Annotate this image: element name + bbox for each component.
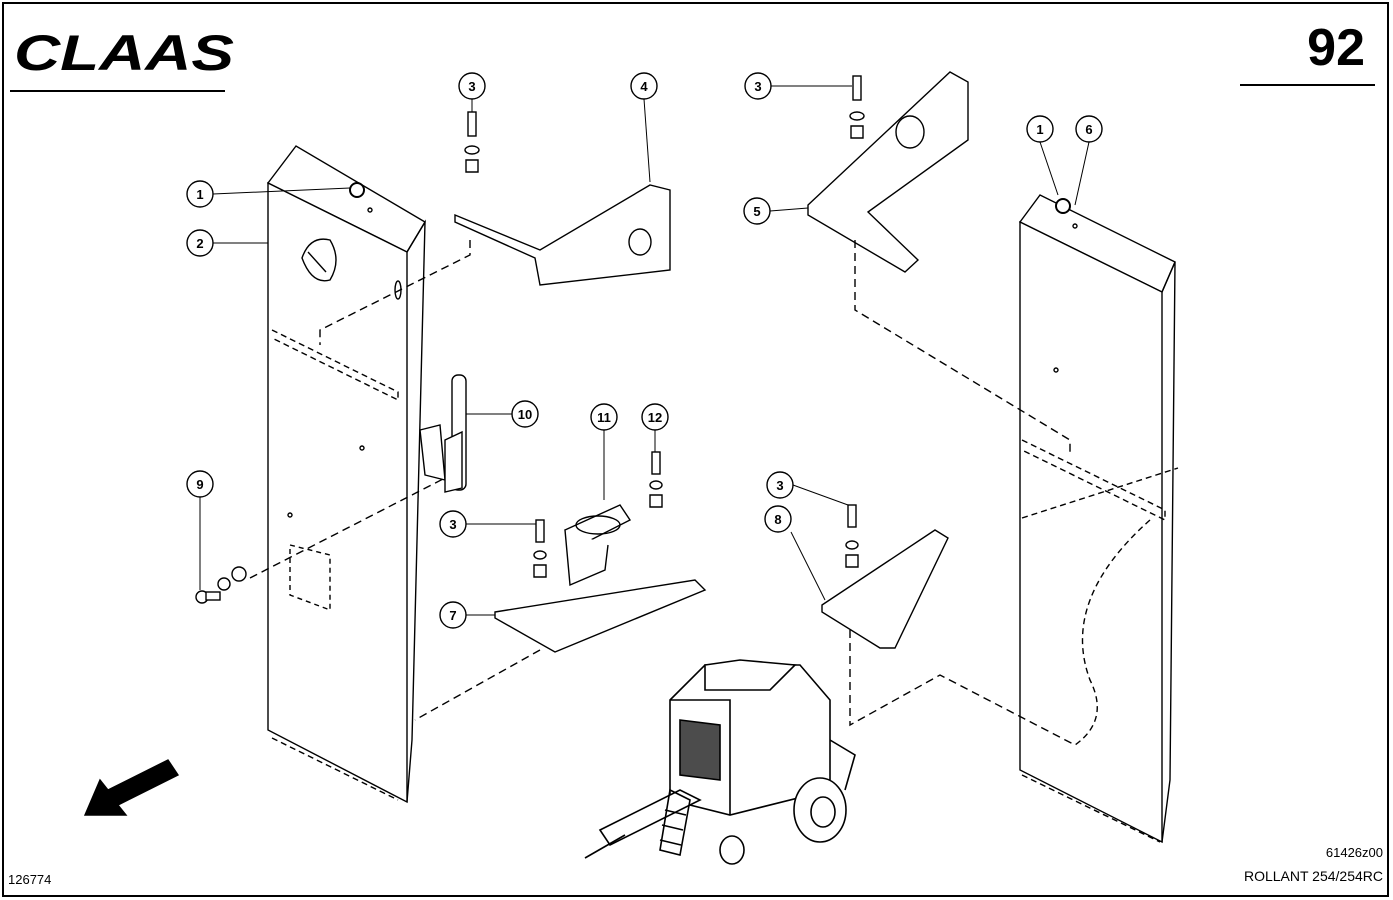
callout-3-middle: 3 [449,517,456,532]
bracket-4 [454,111,671,286]
callout-10: 10 [518,407,532,422]
fastener-9 [195,566,247,604]
callout-12: 12 [648,410,662,425]
drawing-id: 61426z00 [1325,845,1383,860]
header-rule-right [1240,84,1375,86]
callout-3-top-left: 3 [468,79,475,94]
callout-5: 5 [753,204,760,219]
bolt-12 [649,451,663,508]
bracket-5 [807,71,969,273]
header-rule-left [10,90,225,92]
callout-9: 9 [196,477,203,492]
direction-arrow-icon [83,759,180,816]
callout-circles [186,72,1103,629]
model-name: ROLLANT 254/254RC [1243,868,1383,884]
plate-8 [821,504,949,649]
assembly-lines [249,240,1076,746]
callout-4: 4 [640,79,648,94]
callout-3-top-right: 3 [754,79,761,94]
callout-leaders [199,85,1090,616]
callout-6: 6 [1085,122,1092,137]
document-id: 126774 [8,872,52,887]
pin-10 [419,374,467,493]
baler-machine-icon [584,659,856,865]
callout-8: 8 [774,512,781,527]
left-side-panel [266,145,426,804]
right-side-panel [1018,194,1179,844]
callout-1-left: 1 [196,187,203,202]
claas-logo-graphic: CLAAS [14,26,234,76]
callout-3-bottom-right: 3 [776,478,783,493]
callout-11: 11 [597,410,611,425]
plate-7 [494,519,707,653]
claas-logo: CLAAS [12,26,237,76]
callout-1-right: 1 [1036,122,1043,137]
holder-11 [564,504,632,587]
callout-2: 2 [196,236,203,251]
callout-7: 7 [449,608,456,623]
page-number: 92 [1307,19,1365,77]
brand-text: CLAAS [14,26,234,76]
